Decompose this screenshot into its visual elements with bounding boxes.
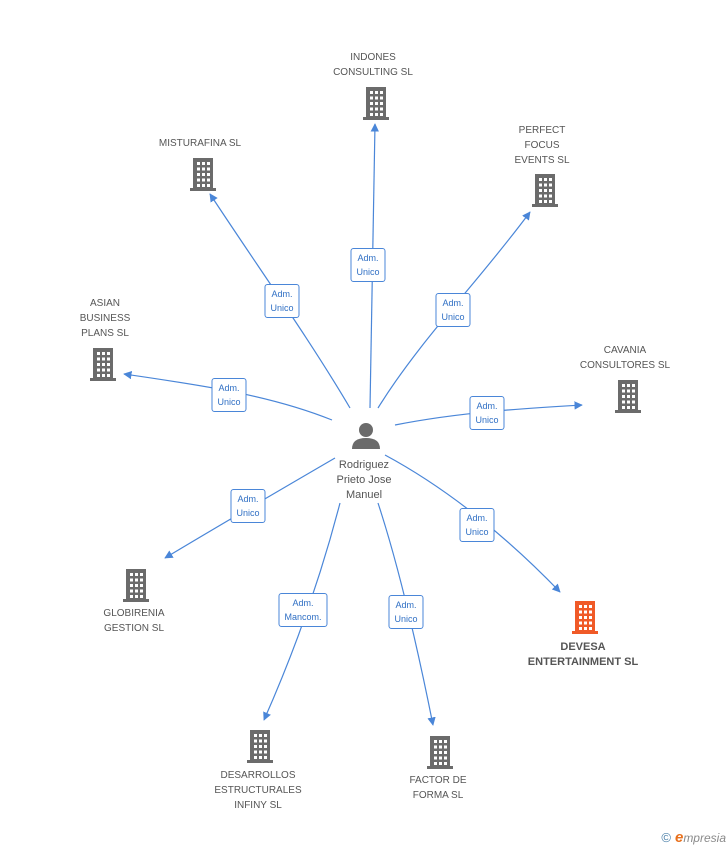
company-label-perfect[interactable]: PERFECT FOCUS EVENTS SL <box>514 125 570 166</box>
role-badge-devesa: Adm. Unico <box>459 508 495 542</box>
company-label-indones[interactable]: INDONES CONSULTING SL <box>333 52 413 78</box>
building-icon-indones[interactable] <box>363 87 389 120</box>
building-icon-asian[interactable] <box>90 348 116 381</box>
building-icon-misturafina[interactable] <box>190 158 216 191</box>
company-label-factor[interactable]: FACTOR DE FORMA SL <box>409 775 467 801</box>
role-badge-factor: Adm. Unico <box>388 595 424 629</box>
company-label-devesa[interactable]: DEVESA ENTERTAINMENT SL <box>527 641 639 668</box>
brand-footer: ©empresia <box>661 829 726 846</box>
role-badge-globirenia: Adm. Unico <box>230 489 266 523</box>
building-icon-desarrollos[interactable] <box>247 730 273 763</box>
company-label-misturafina[interactable]: MISTURAFINA SL <box>158 138 242 149</box>
building-icon-cavania[interactable] <box>615 380 641 413</box>
role-badge-indones: Adm. Unico <box>350 248 386 282</box>
brand-logo-e: e <box>674 829 684 846</box>
building-icon-perfect[interactable] <box>532 174 558 207</box>
role-badge-desarrollos: Adm. Mancom. <box>278 593 328 627</box>
copyright-symbol: © <box>661 830 671 845</box>
brand-logo-text: mpresia <box>683 831 726 845</box>
role-badge-asian: Adm. Unico <box>211 378 247 412</box>
person-icon[interactable] <box>352 423 380 449</box>
role-badge-cavania: Adm. Unico <box>469 396 505 430</box>
role-badge-perfect: Adm. Unico <box>435 293 471 327</box>
company-label-desarrollos[interactable]: DESARROLLOS ESTRUCTURALES INFINY SL <box>214 770 302 811</box>
company-label-asian[interactable]: ASIAN BUSINESS PLANS SL <box>79 298 131 339</box>
company-label-cavania[interactable]: CAVANIA CONSULTORES SL <box>579 345 671 371</box>
company-label-globirenia[interactable]: GLOBIRENIA GESTION SL <box>103 608 165 634</box>
building-icon-factor[interactable] <box>427 736 453 769</box>
building-icon-devesa[interactable] <box>572 601 598 634</box>
center-person-label[interactable]: Rodriguez Prieto Jose Manuel <box>336 459 392 501</box>
building-icon-globirenia[interactable] <box>123 569 149 602</box>
role-badge-misturafina: Adm. Unico <box>264 284 300 318</box>
